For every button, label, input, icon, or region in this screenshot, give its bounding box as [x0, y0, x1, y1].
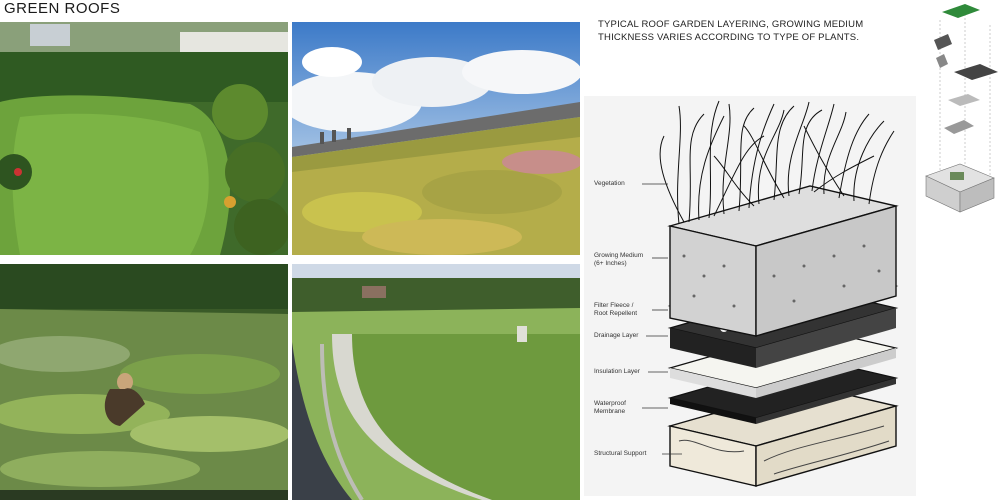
photo-lawn-curved-wall: [292, 264, 580, 500]
label-leaders: [642, 183, 682, 455]
layer-vegetation: [659, 100, 895, 225]
label-structural-support: Structural Support: [594, 450, 647, 457]
photo-planting-roof: [0, 264, 288, 500]
photo-sedum-roof: [292, 22, 580, 255]
page-title: GREEN ROOFS: [4, 0, 121, 17]
layer-structural-support: [667, 385, 899, 487]
diagram-caption: TYPICAL ROOF GARDEN LAYERING, GROWING ME…: [598, 19, 864, 43]
label-vegetation: Vegetation: [594, 180, 625, 187]
label-growing-medium: Growing Medium (6+ Inches): [594, 252, 644, 267]
label-waterproof-membrane: Waterproof Membrane: [594, 400, 626, 415]
exploded-building-thumbnail: [920, 0, 1000, 220]
label-filter-fleece: Filter Fleece / Root Repellent: [594, 302, 637, 317]
layer-stack-illustration: [642, 100, 899, 487]
photo-garden-lawn: [0, 22, 288, 255]
label-drainage-layer: Drainage Layer: [594, 332, 639, 339]
roof-layer-diagram: Vegetation Growing Medium (6+ Inches) Fi…: [584, 96, 916, 496]
label-insulation-layer: Insulation Layer: [594, 368, 640, 375]
layer-growing-medium: [667, 185, 899, 337]
